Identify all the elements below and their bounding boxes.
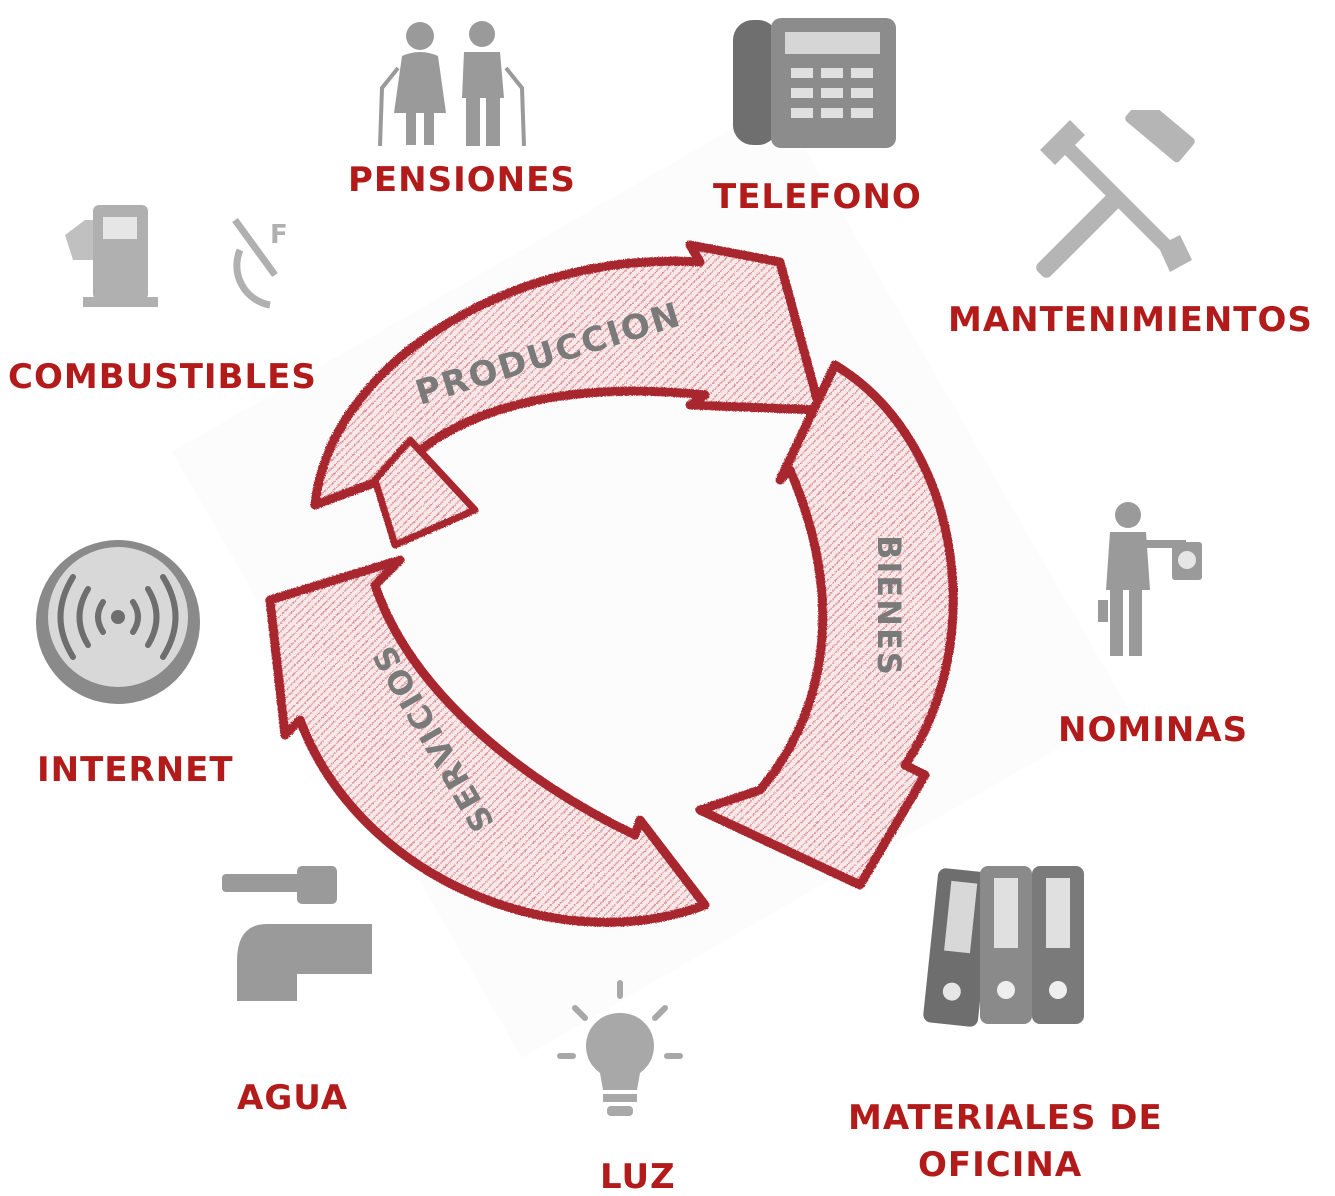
label-nominas: NOMINAS (1058, 710, 1249, 750)
worker-clock-icon (1098, 500, 1208, 660)
label-pensiones: PENSIONES (348, 160, 576, 200)
label-combustibles: COMBUSTIBLES (8, 357, 317, 397)
label-materiales-line2: OFICINA (918, 1145, 1083, 1185)
svg-text:F: F (270, 220, 288, 250)
label-luz: LUZ (600, 1157, 676, 1196)
label-materiales-line1: MATERIALES DE (848, 1098, 1163, 1138)
label-mantenimientos: MANTENIMIENTOS (948, 300, 1313, 340)
label-telefono: TELEFONO (713, 177, 922, 217)
label-agua: AGUA (237, 1078, 349, 1118)
wireless-signal-icon (33, 537, 203, 707)
elderly-couple-icon (372, 18, 537, 148)
cycle-arrow-link (371, 436, 479, 549)
light-bulb-icon (555, 978, 685, 1128)
desk-phone-icon (733, 10, 898, 150)
fuel-pump-gauge-icon: F (65, 205, 295, 310)
wrench-hammer-icon (1030, 110, 1200, 280)
cycle-arrow-bienes (695, 360, 958, 890)
cycle-arrow-produccion (310, 240, 825, 510)
water-tap-icon (222, 866, 382, 1001)
label-internet: INTERNET (37, 750, 234, 790)
binders-icon (918, 862, 1088, 1032)
cycle-word-bienes: BIENES (870, 535, 908, 677)
cycle-arrow-servicios (265, 555, 710, 927)
